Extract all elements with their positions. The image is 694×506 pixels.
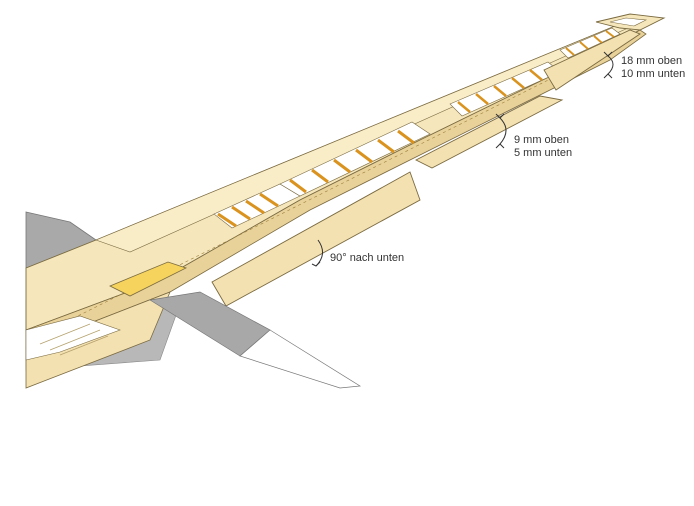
rib-bay-4 xyxy=(559,27,621,59)
wing-lower-panel xyxy=(25,291,171,389)
tip-deflection-down: 10 mm unten xyxy=(621,68,686,80)
outer-deflection-up: 9 mm oben xyxy=(514,134,570,146)
flap-arrow xyxy=(311,239,323,267)
rib-bay-3 xyxy=(449,61,561,117)
rib-bay-2 xyxy=(279,121,431,197)
wing-tip xyxy=(595,13,666,31)
flap-deflection-label: 90° nach unten xyxy=(330,252,404,265)
tip-deflection-label: 18 mm oben 10 mm unten xyxy=(621,55,685,81)
outer-arrow xyxy=(495,113,507,149)
flap-deflection-text: 90° nach unten xyxy=(330,252,405,264)
outer-deflection-label: 9 mm oben 5 mm unten xyxy=(514,134,572,160)
outer-deflection-down: 5 mm unten xyxy=(514,147,573,159)
tip-aileron xyxy=(543,29,641,91)
tip-arrow xyxy=(603,51,614,79)
tail-boom xyxy=(149,291,362,389)
tip-deflection-up: 18 mm oben xyxy=(621,55,683,67)
servo-plate xyxy=(109,261,188,297)
flap-panel xyxy=(211,171,421,307)
